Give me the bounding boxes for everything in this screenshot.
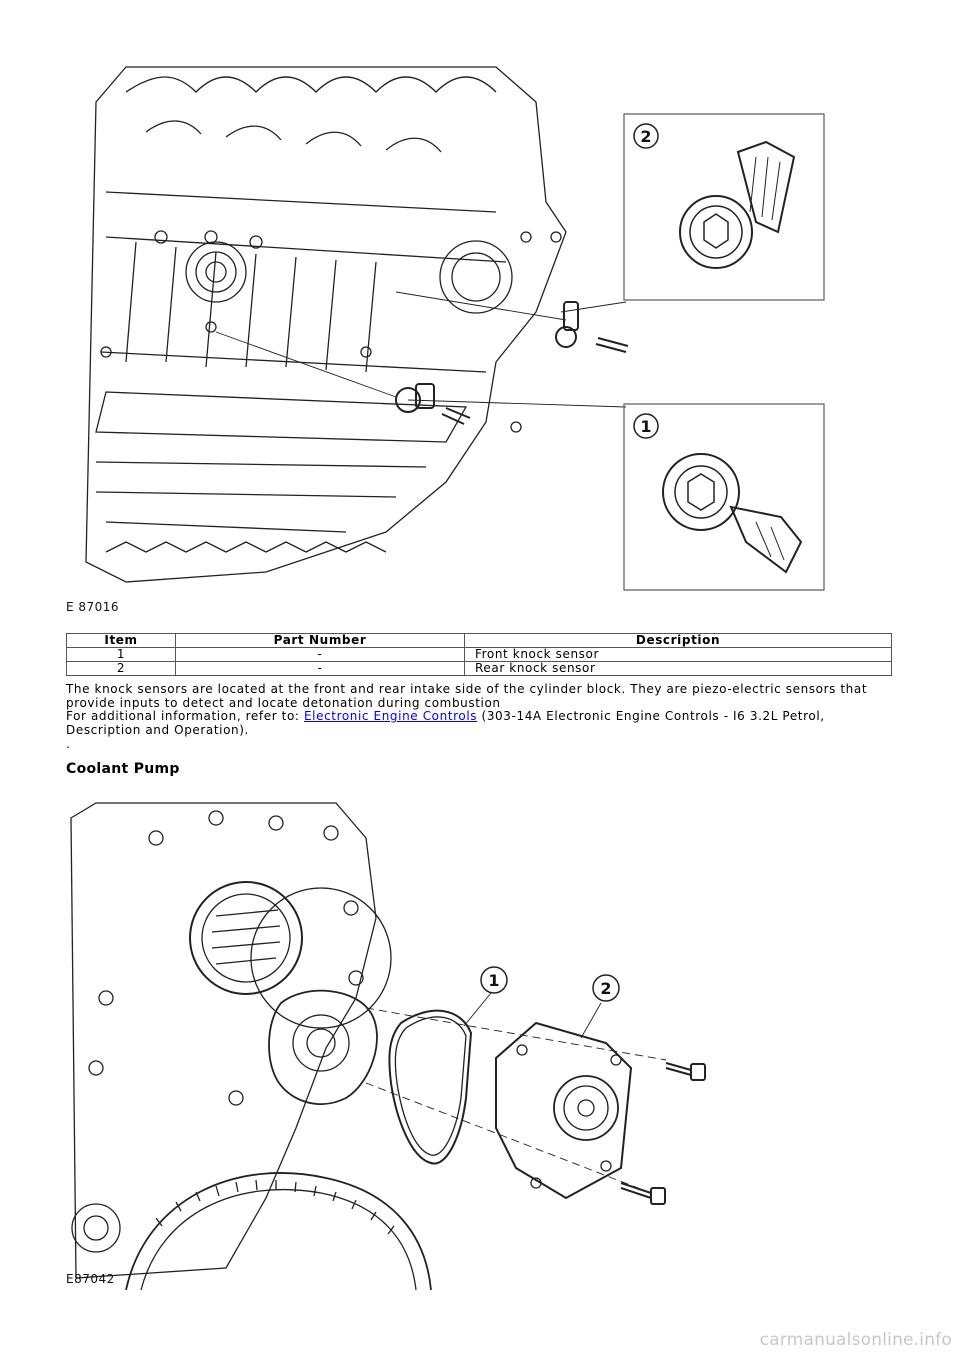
cell-description: Rear knock sensor [464, 661, 892, 676]
reference-suffix: (303-14A Electronic Engine Controls - I6… [66, 709, 825, 737]
electronic-engine-controls-link[interactable]: Electronic Engine Controls [303, 709, 478, 723]
knock-sensor-illustration: 2 1 E 87016 [66, 62, 836, 618]
coolant-pump-drawing: 1 2 [70, 802, 706, 1290]
callout-1: 1 [488, 971, 499, 990]
callout-1: 1 [640, 417, 651, 436]
watermark: carmanualsonline.info [759, 1330, 952, 1350]
column-header-part-number: Part Number [175, 633, 465, 648]
section-heading: Coolant Pump [66, 761, 180, 777]
coolant-pump-illustration: 1 2 E87042 [66, 798, 746, 1290]
parts-table: Item Part Number Description 1 - Front k… [66, 633, 892, 676]
cell-part-number: - [175, 661, 465, 676]
knock-sensor-drawing: 2 1 [85, 66, 825, 591]
trailing-dot: . [66, 737, 71, 751]
cell-part-number: - [175, 647, 465, 662]
callout-2: 2 [600, 979, 611, 998]
column-header-item: Item [66, 633, 176, 648]
cell-item: 1 [66, 647, 176, 662]
cell-description: Front knock sensor [464, 647, 892, 662]
knock-sensor-description: The knock sensors are located at the fro… [66, 682, 868, 710]
reference-paragraph: For additional information, refer to: El… [66, 709, 892, 737]
reference-prefix: For additional information, refer to: [66, 709, 304, 723]
figure-label: E87042 [66, 1272, 115, 1286]
cell-item: 2 [66, 661, 176, 676]
figure-label: E 87016 [66, 600, 120, 614]
table-row: 2 - Rear knock sensor [66, 661, 892, 676]
table-row: 1 - Front knock sensor [66, 647, 892, 662]
column-header-description: Description [464, 633, 892, 648]
callout-2: 2 [640, 127, 651, 146]
table-header-row: Item Part Number Description [66, 633, 892, 648]
